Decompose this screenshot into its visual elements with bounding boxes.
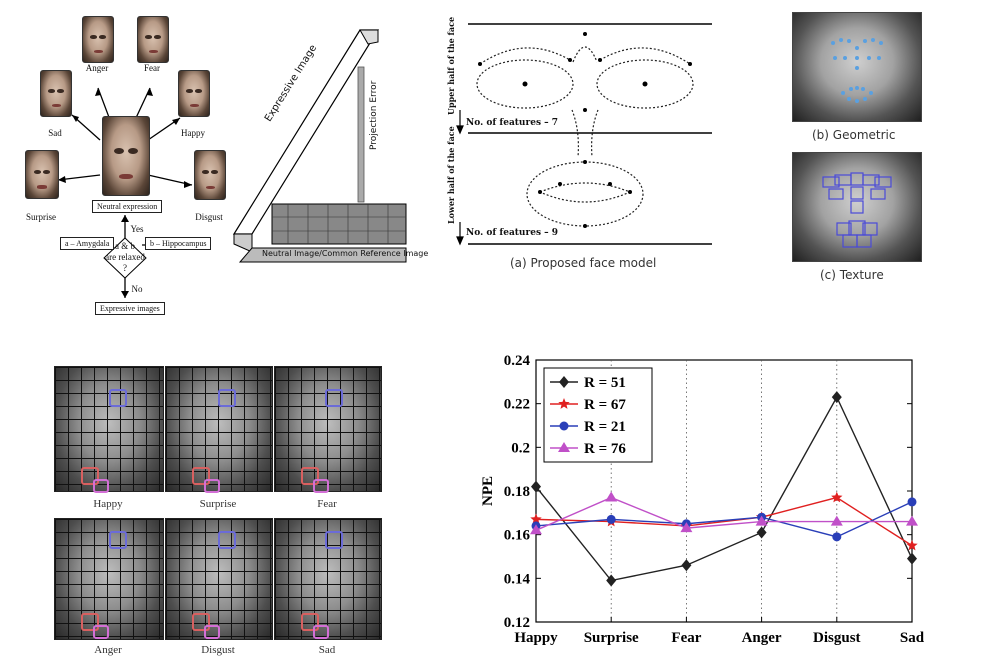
marker-triangle xyxy=(755,515,768,526)
grid-face-fear xyxy=(274,366,382,493)
marker-circle xyxy=(907,497,917,507)
marker-diamond xyxy=(559,376,569,388)
marker-star xyxy=(530,513,542,525)
face-happy xyxy=(178,70,210,117)
yes-label: Yes xyxy=(130,224,144,234)
grid-label-disgust: Disgust xyxy=(201,644,235,656)
projection-drawing xyxy=(232,29,407,263)
texture-face-image xyxy=(792,152,922,262)
face-neutral xyxy=(102,116,150,196)
marker-diamond xyxy=(531,480,541,493)
series-line xyxy=(535,496,912,531)
y-tick-label: 0.24 xyxy=(504,353,531,369)
label-disgust: Disgust xyxy=(195,212,223,222)
face-model-drawing xyxy=(456,23,712,246)
series-line xyxy=(535,496,913,547)
label-anger: Anger xyxy=(85,63,109,73)
label-sad: Sad xyxy=(48,128,62,138)
y-tick-label: 0.2 xyxy=(511,440,530,456)
y-tick-label: 0.16 xyxy=(504,528,531,544)
marker-star xyxy=(558,398,570,409)
x-tick-label: Anger xyxy=(742,630,782,646)
legend-label: R = 76 xyxy=(584,441,626,457)
x-tick-label: Sad xyxy=(900,630,925,646)
y-axis-label: NPE xyxy=(480,476,496,506)
upper-half-label: Upper half of the face xyxy=(446,16,456,115)
label-surprise: Surprise xyxy=(26,212,56,222)
grid-label-anger: Anger xyxy=(94,644,122,656)
y-tick-label: 0.18 xyxy=(504,484,530,500)
decision-line2: are relaxed xyxy=(105,252,145,262)
marker-triangle xyxy=(530,524,542,535)
marker-triangle xyxy=(558,442,570,452)
texture-blocks xyxy=(822,172,892,248)
marker-triangle xyxy=(830,515,843,526)
geometric-face-image xyxy=(792,12,922,122)
decision-line3: ? xyxy=(123,263,127,273)
marker-circle xyxy=(559,421,569,431)
marker-circle xyxy=(606,514,616,524)
y-tick-label: 0.14 xyxy=(504,571,531,587)
face-model-caption: (a) Proposed face model xyxy=(510,256,657,270)
marker-diamond xyxy=(831,391,842,404)
grid-face-happy xyxy=(54,366,164,493)
marker-triangle xyxy=(605,491,618,502)
upper-features-label: No. of features – 7 xyxy=(466,118,559,128)
decision-line1: a & b xyxy=(115,241,135,251)
geometric-points xyxy=(831,38,883,103)
grid-label-surprise: Surprise xyxy=(199,498,237,510)
face-disgust xyxy=(194,150,226,200)
face-anger xyxy=(82,16,114,63)
face-fear xyxy=(137,16,169,63)
y-tick-label: 0.12 xyxy=(504,615,530,631)
no-label: No xyxy=(131,284,143,294)
marker-diamond xyxy=(681,559,692,572)
grid-label-fear: Fear xyxy=(317,498,337,510)
x-tick-label: Fear xyxy=(671,630,701,646)
label-fear: Fear xyxy=(144,63,160,73)
lower-features-label: No. of features – 9 xyxy=(466,228,559,238)
marker-diamond xyxy=(606,574,617,587)
x-tick-label: Surprise xyxy=(584,630,639,646)
projection-error-label: Projection Error xyxy=(369,80,379,150)
box-expressive-images: Expressive images xyxy=(95,302,165,315)
grid-face-anger xyxy=(54,518,164,640)
neutral-image-label: Neutral Image/Common Reference Image xyxy=(262,249,429,258)
grid-label-happy: Happy xyxy=(93,498,123,510)
geometric-caption: (b) Geometric xyxy=(812,128,896,142)
x-tick-label: Disgust xyxy=(813,630,861,646)
box-amygdala: a – Amygdala xyxy=(60,237,115,250)
label-happy: Happy xyxy=(181,128,205,138)
texture-caption: (c) Texture xyxy=(820,268,884,282)
marker-star xyxy=(831,491,843,503)
legend-label: R = 67 xyxy=(584,397,626,413)
series-line xyxy=(535,395,913,582)
lower-half-label: Lower half of the face xyxy=(446,126,456,224)
legend-label: R = 51 xyxy=(584,375,626,391)
y-tick-label: 0.22 xyxy=(504,397,530,413)
grid-face-sad xyxy=(274,518,382,640)
marker-diamond xyxy=(756,526,767,539)
label-neutral-expression: Neutral expression xyxy=(92,200,163,213)
marker-star xyxy=(906,539,918,551)
marker-triangle xyxy=(680,522,693,533)
marker-circle xyxy=(832,532,842,542)
series-line xyxy=(535,501,913,538)
legend-label: R = 21 xyxy=(584,419,626,435)
grid-label-sad: Sad xyxy=(318,644,336,656)
grid-face-disgust xyxy=(165,518,273,640)
x-tick-label: Happy xyxy=(514,630,558,646)
grid-face-surprise xyxy=(165,366,273,493)
marker-diamond xyxy=(907,552,917,565)
box-hippocampus: b – Hippocampus xyxy=(145,237,212,250)
face-sad xyxy=(40,70,72,117)
flow-arrows xyxy=(57,87,193,298)
face-surprise xyxy=(25,150,59,199)
marker-triangle xyxy=(906,515,918,526)
